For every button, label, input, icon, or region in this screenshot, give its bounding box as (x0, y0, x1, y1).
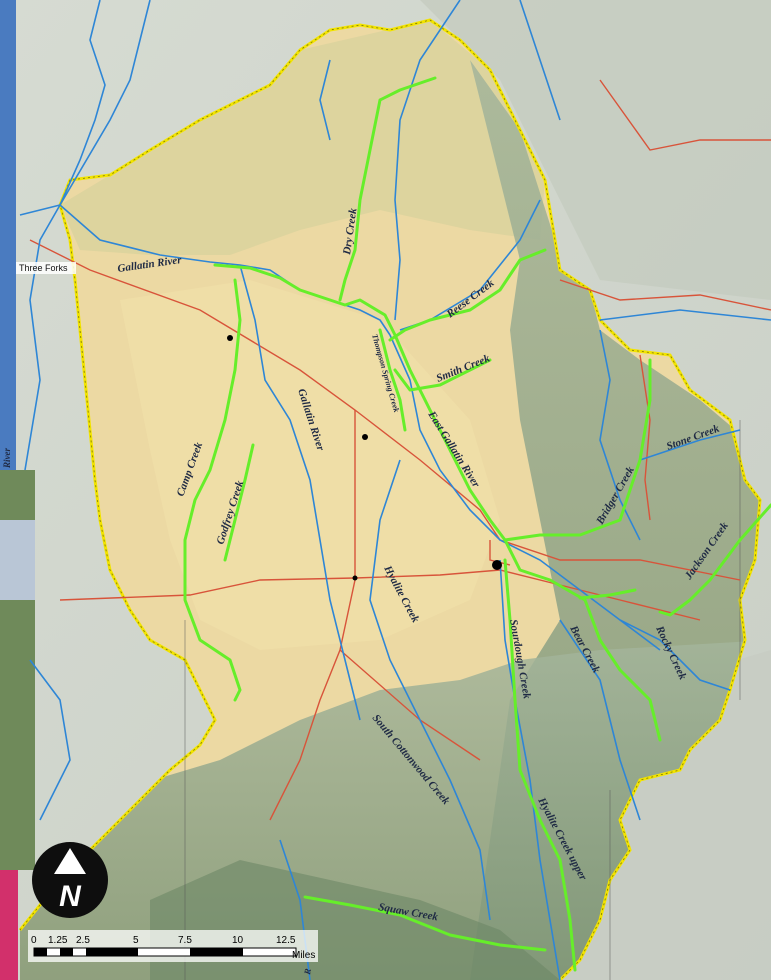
scale-tick-10: 10 (232, 935, 244, 946)
watershed-boundary-dash (19, 19, 761, 980)
scale-tick-5: 5 (133, 935, 139, 946)
town-three-forks: Three Forks (19, 263, 68, 273)
photo-edge-sky (0, 0, 16, 470)
town-marker-four-corners (352, 575, 358, 581)
three-forks-label-bg (16, 262, 76, 274)
stream-reese-creek (388, 248, 547, 342)
terrain-hills-ne (420, 0, 771, 300)
stream-godfrey-creek (223, 443, 255, 562)
scale-unit: Miles (292, 950, 315, 961)
stream-thompson-spring (378, 328, 407, 432)
stream-bridger-creek (503, 358, 652, 542)
town-marker-belgrade (362, 434, 368, 440)
scale-tick-7.5: 7.5 (178, 935, 192, 946)
stream-gallatin-top (213, 263, 397, 337)
photo-edge-mountains (0, 520, 35, 600)
north-arrow: N (32, 842, 108, 918)
scale-tick-12.5: 12.5 (276, 935, 296, 946)
monitored-streams (183, 76, 771, 972)
scale-tick-0: 0 (31, 935, 37, 946)
stream-squaw-creek (303, 895, 547, 952)
stream-smith-creek (393, 358, 492, 392)
stream-jackson-creek (658, 503, 771, 617)
stream-hyalite-upper (503, 558, 577, 972)
scale-bar: 0 1.25 2.5 5 7.5 10 12.5 Miles (28, 930, 318, 962)
rivers (19, 0, 771, 980)
stream-dry-creek (338, 76, 437, 302)
scale-tick-2.5: 2.5 (76, 935, 90, 946)
north-arrow-letter: N (59, 880, 82, 913)
town-marker-manhattan (227, 335, 233, 341)
stream-bear-trib (578, 588, 637, 600)
town-marker-bozeman (492, 560, 502, 570)
county-lines (184, 420, 741, 980)
scale-tick-1.25: 1.25 (48, 935, 68, 946)
photo-edge-flower (0, 870, 18, 980)
label-river-left-edge: River (2, 448, 12, 469)
stream-camp-creek (183, 278, 242, 702)
stream-east-gallatin (393, 333, 507, 542)
stream-bear-creek (503, 538, 662, 742)
label-river-bottom-edge: R (302, 968, 313, 977)
